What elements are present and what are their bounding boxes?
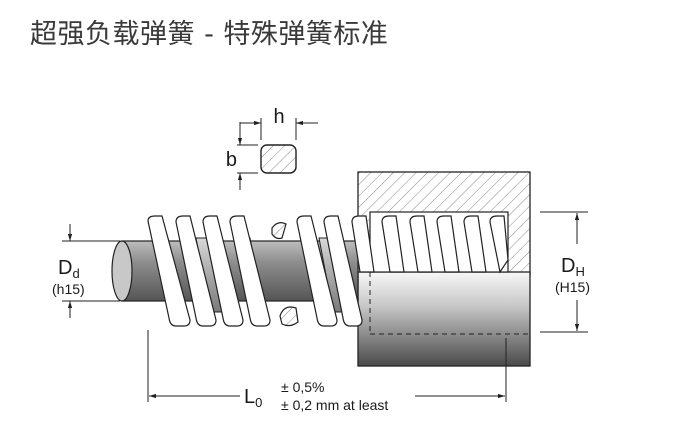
wire-height-label: b — [226, 149, 237, 171]
bore-diameter-dimension — [540, 211, 588, 333]
page-title: 超强负载弹簧 - 特殊弹簧标准 — [30, 19, 389, 50]
spring-section-cut — [271, 222, 299, 327]
bore-diameter-tolerance: (H15) — [555, 279, 590, 295]
rod-diameter-label: Dd — [58, 257, 80, 281]
wire-width-dimension — [240, 118, 318, 140]
wire-height-dimension — [237, 122, 258, 190]
wire-cross-section — [260, 144, 297, 174]
spring-coils-front — [147, 215, 509, 327]
free-length-dimension — [147, 330, 507, 402]
rod-diameter-dimension — [62, 224, 120, 318]
rod-diameter-tolerance: (h15) — [52, 281, 85, 297]
free-length-tolerance-mm: ± 0,2 mm at least — [281, 397, 388, 413]
free-length-tolerance-percent: ± 0,5% — [281, 379, 324, 395]
wire-width-label: h — [273, 106, 284, 128]
bore-diameter-label: DH — [561, 255, 585, 279]
free-length-label: L0 — [244, 386, 262, 410]
